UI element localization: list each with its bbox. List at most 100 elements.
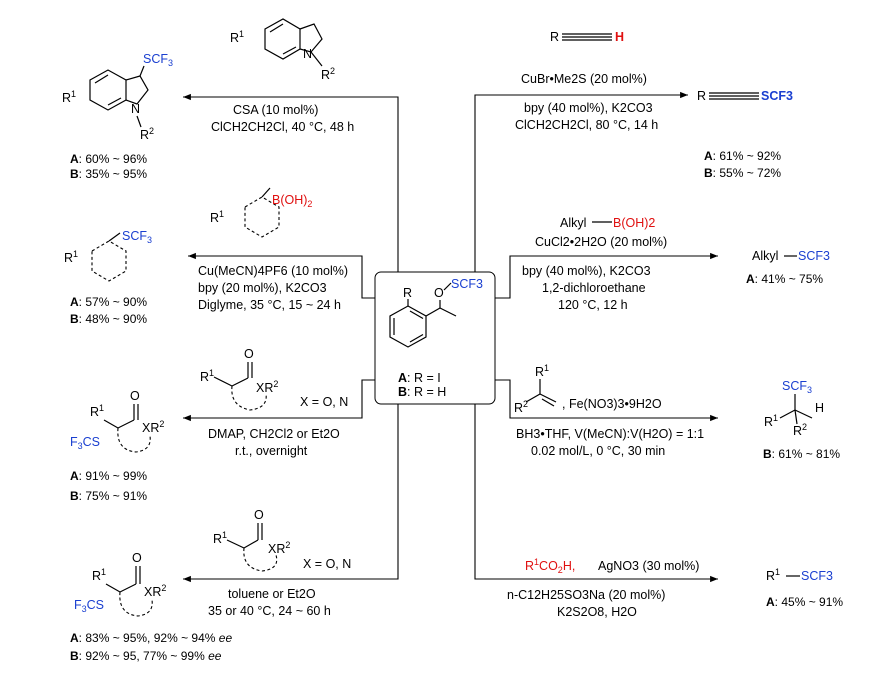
alkyl-product-scf3: SCF3 [798, 249, 830, 263]
acid-product-scf3: SCF3 [801, 569, 833, 583]
svg-text:R1: R1 [90, 403, 104, 419]
alkyne-product: R SCF3 [697, 89, 793, 103]
svg-text:XR2: XR2 [144, 583, 166, 599]
svg-text:H: H [815, 401, 824, 415]
aryl-cond-1: Cu(MeCN)4PF6 (10 mol%) [198, 264, 348, 278]
alkyl-scf3-product: Alkyl SCF3 [752, 249, 830, 263]
alkyne-substrate-h: H [615, 30, 624, 44]
svg-text:O: O [244, 347, 254, 361]
alkene-reaction: R1 R2 , Fe(NO3)3•9H2O BH3•THF, V(MeCN):V… [514, 363, 840, 461]
carbonyl2-ee-b: ee [208, 649, 222, 663]
carbonyl-asym-reaction: R1 O XR2 X = O, N toluene or Et2O 35 or … [70, 508, 351, 663]
svg-text:B: 35% ~ 95%: B: 35% ~ 95% [70, 167, 147, 181]
indole-reaction: N R1 R2 CSA (10 mol%) ClCH2CH2Cl, 40 °C,… [62, 18, 354, 181]
svg-text:R1: R1 [766, 567, 780, 583]
svg-text:A: 60% ~ 96%: A: 60% ~ 96% [70, 152, 147, 166]
carbonyl-product-2: R1 O XR2 F3CS [74, 551, 166, 617]
svg-text:O: O [434, 286, 444, 300]
svg-text:B: 61% ~ 81%: B: 61% ~ 81% [763, 447, 840, 461]
svg-text:R1: R1 [62, 89, 76, 105]
acid-cond-1: n-C12H25SO3Na (20 mol%) [507, 588, 665, 602]
svg-text:R1: R1 [210, 209, 224, 225]
acid-cond-2: K2S2O8, H2O [557, 605, 637, 619]
carbonyl2-yield-b: 92% ~ 95, 77% ~ 99% [85, 649, 205, 663]
svg-text:A: 45% ~ 91%: A: 45% ~ 91% [766, 595, 843, 609]
alkyl-product-alkyl: Alkyl [752, 249, 778, 263]
svg-text:SCF3: SCF3 [143, 52, 173, 68]
svg-text:R1: R1 [200, 368, 214, 384]
alkyne-reaction: R H CuBr•Me2S (20 mol%) bpy (40 mol%), K… [515, 30, 793, 180]
indole-yield-b: 35% ~ 95% [85, 167, 147, 181]
indole-yield-a: 60% ~ 96% [85, 152, 147, 166]
alkene-substrate: R1 R2 [514, 363, 557, 415]
carbonyl-substrate-2: R1 O XR2 [213, 508, 290, 572]
center-r-label: R [403, 286, 412, 300]
aryl-yield-b: 48% ~ 90% [85, 312, 147, 326]
carbonyl2-yield-a: 83% ~ 95%, 92% ~ 94% [85, 631, 215, 645]
carbonyl-product-1: R1 O XR2 F3CS [70, 389, 164, 453]
svg-text:O: O [132, 551, 142, 565]
legend-a-label: A [398, 371, 407, 385]
alkene-cond-2: 0.02 mol/L, 0 °C, 30 min [531, 444, 665, 458]
carbonyl2-cond-1: toluene or Et2O [228, 587, 316, 601]
alkyne-substrate-r: R [550, 30, 559, 44]
svg-text:B: 92% ~ 95, 77% ~ 99% ee: B: 92% ~ 95, 77% ~ 99% ee [70, 649, 222, 663]
carbonyl2-ee-a: ee [219, 631, 233, 645]
indole-cond-2: ClCH2CH2Cl, 40 °C, 48 h [211, 120, 354, 134]
svg-text:XR2: XR2 [256, 379, 278, 395]
aryl-cond-2: bpy (20 mol%), K2CO3 [198, 281, 327, 295]
alkyl-yield-a: 41% ~ 75% [761, 272, 823, 286]
svg-text:R2: R2 [514, 399, 528, 415]
svg-text:R1CO2H,: R1CO2H, [525, 557, 575, 575]
carbonyl-dmap-reaction: R1 O XR2 X = O, N DMAP, CH2Cl2 or Et2O r… [70, 347, 348, 503]
svg-text:R1: R1 [92, 567, 106, 583]
alkyne-yield-b: 55% ~ 72% [719, 166, 781, 180]
svg-text:R2: R2 [140, 126, 154, 142]
alkene-product: SCF3 H R1 R2 [764, 379, 824, 438]
svg-text:O: O [130, 389, 140, 403]
aryl-boronic-substrate: B(OH)2 R1 [210, 187, 312, 238]
svg-text:R1: R1 [64, 249, 78, 265]
alkene-yield-b: 61% ~ 81% [778, 447, 840, 461]
alkyl-boronic-alkyl: Alkyl [560, 216, 586, 230]
svg-text:A: 61% ~ 92%: A: 61% ~ 92% [704, 149, 781, 163]
aryl-boronic-reaction: B(OH)2 R1 Cu(MeCN)4PF6 (10 mol%) bpy (20… [64, 187, 348, 326]
alkyl-cond-2: bpy (40 mol%), K2CO3 [522, 264, 651, 278]
alkyl-cond-4: 120 °C, 12 h [558, 298, 628, 312]
svg-text:B: 48% ~ 90%: B: 48% ~ 90% [70, 312, 147, 326]
legend-b-label: B [398, 385, 407, 399]
aryl-cond-3: Diglyme, 35 °C, 15 ~ 24 h [198, 298, 341, 312]
svg-text:A: 83% ~ 95%, 92% ~ 94% ee: A: 83% ~ 95%, 92% ~ 94% ee [70, 631, 232, 645]
svg-text:R1: R1 [764, 413, 778, 429]
svg-text:A: 57% ~ 90%: A: 57% ~ 90% [70, 295, 147, 309]
alkyl-boronic-substrate: Alkyl B(OH)2 [560, 216, 655, 230]
alkyne-substrate: R H [550, 30, 624, 44]
svg-text:O: O [254, 508, 264, 522]
svg-text:R2: R2 [321, 66, 335, 82]
alkyl-cond-1: CuCl2•2H2O (20 mol%) [535, 235, 667, 249]
carbonyl2-x: X = O, N [303, 557, 351, 571]
acid-scf3-product: R1 SCF3 [766, 567, 833, 583]
left-connectors [183, 93, 399, 583]
svg-text:A: 41% ~ 75%: A: 41% ~ 75% [746, 272, 823, 286]
alkene-cond-1: BH3•THF, V(MeCN):V(H2O) = 1:1 [516, 427, 704, 441]
svg-text:F3CS: F3CS [70, 435, 100, 451]
svg-text:B: 55% ~ 72%: B: 55% ~ 72% [704, 166, 781, 180]
carbonyl1-cond-1: DMAP, CH2Cl2 or Et2O [208, 427, 340, 441]
alkyne-cond-1: CuBr•Me2S (20 mol%) [521, 72, 647, 86]
alkyne-cond-2: bpy (40 mol%), K2CO3 [524, 101, 653, 115]
svg-text:SCF3: SCF3 [782, 379, 812, 395]
svg-text:SCF3: SCF3 [122, 229, 152, 245]
acid-silver: AgNO3 (30 mol%) [598, 559, 699, 573]
alkene-reagent: , Fe(NO3)3•9H2O [562, 397, 662, 411]
svg-text:R1: R1 [535, 363, 549, 379]
svg-text:F3CS: F3CS [74, 598, 104, 614]
indole-cond-1: CSA (10 mol%) [233, 103, 318, 117]
carbonyl1-yield-a: 91% ~ 99% [85, 469, 147, 483]
acid-reaction: R1CO2H, AgNO3 (30 mol%) n-C12H25SO3Na (2… [507, 557, 843, 619]
svg-text:B(OH)2: B(OH)2 [272, 193, 312, 209]
carbonyl1-x: X = O, N [300, 395, 348, 409]
svg-text:R2: R2 [793, 422, 807, 438]
aryl-yield-a: 57% ~ 90% [85, 295, 147, 309]
